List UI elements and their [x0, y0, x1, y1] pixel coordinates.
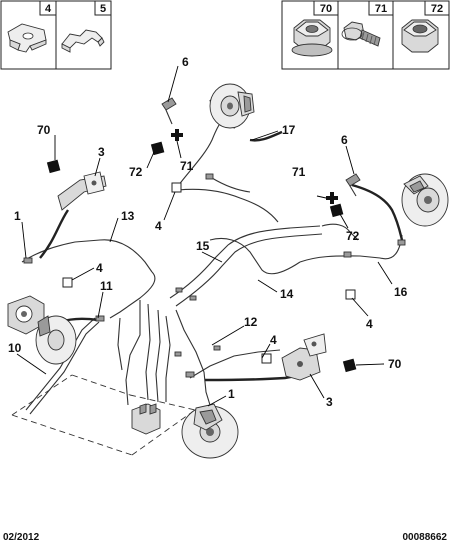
- header-ref-71: 71: [375, 3, 387, 15]
- callout-12: 12: [244, 315, 258, 329]
- bracket-upper-left: [57, 171, 107, 211]
- markers: [46, 129, 357, 373]
- callout-6-upper: 6: [182, 55, 189, 69]
- callout-3-upper: 3: [98, 145, 105, 159]
- callout-17: 17: [282, 123, 296, 137]
- callout-15: 15: [196, 239, 210, 253]
- header-parts-box-right: 70 71 72: [281, 0, 450, 70]
- callout-72-upper: 72: [129, 165, 143, 179]
- connector-upper: [161, 97, 177, 125]
- callout-14: 14: [280, 287, 294, 301]
- callout-16: 16: [394, 285, 408, 299]
- callout-70-lower: 70: [388, 357, 402, 371]
- callout-4-lower: 4: [270, 333, 277, 347]
- callout-70-upper: 70: [37, 123, 51, 137]
- retaining-clip-illustration: [61, 29, 105, 53]
- spring-clip-illustration: [7, 23, 47, 53]
- lock-nut-illustration: [401, 19, 439, 53]
- connector-right: [345, 173, 361, 197]
- callout-10: 10: [8, 341, 22, 355]
- header-ref-4: 4: [45, 3, 52, 15]
- callout-4-left: 4: [96, 261, 103, 275]
- subframe-outline: [11, 374, 196, 456]
- callout-71-right: 71: [292, 165, 306, 179]
- header-ref-72: 72: [431, 3, 443, 15]
- footer-date: 02/2012: [3, 532, 40, 543]
- footer-code: 00088662: [403, 532, 448, 543]
- front-right-disc-assembly: [401, 173, 449, 227]
- callout-1-lower: 1: [228, 387, 235, 401]
- flange-bolt-illustration: [341, 21, 381, 47]
- callout-71-upper: 71: [180, 159, 194, 173]
- callout-6-right: 6: [341, 133, 348, 147]
- callout-1-upper: 1: [14, 209, 21, 223]
- footer: 02/2012 00088662: [3, 532, 447, 543]
- bracket-lower-right: [281, 333, 327, 381]
- leader-lines: [16, 65, 393, 407]
- callout-4-upper: 4: [155, 219, 162, 233]
- rear-left-caliper-assembly: [7, 295, 77, 365]
- valve-block: [131, 403, 161, 435]
- callout-13: 13: [121, 209, 135, 223]
- pipe-fittings: [23, 173, 406, 378]
- header-ref-70: 70: [320, 3, 332, 15]
- callout-4-right: 4: [366, 317, 373, 331]
- callout-11: 11: [100, 279, 113, 293]
- flange-nut-illustration: [291, 19, 333, 57]
- front-left-disc-assembly: [209, 83, 255, 129]
- header-parts-box-left: 4 5: [0, 0, 112, 70]
- rear-right-caliper-assembly: [181, 403, 239, 459]
- callout-labels: 6 17 70 3 72 71 4 1 13 4 11 15 14 6 71 7…: [8, 55, 408, 409]
- header-ref-5: 5: [100, 3, 106, 15]
- callout-3-lower: 3: [326, 395, 333, 409]
- callout-72-right: 72: [346, 229, 360, 243]
